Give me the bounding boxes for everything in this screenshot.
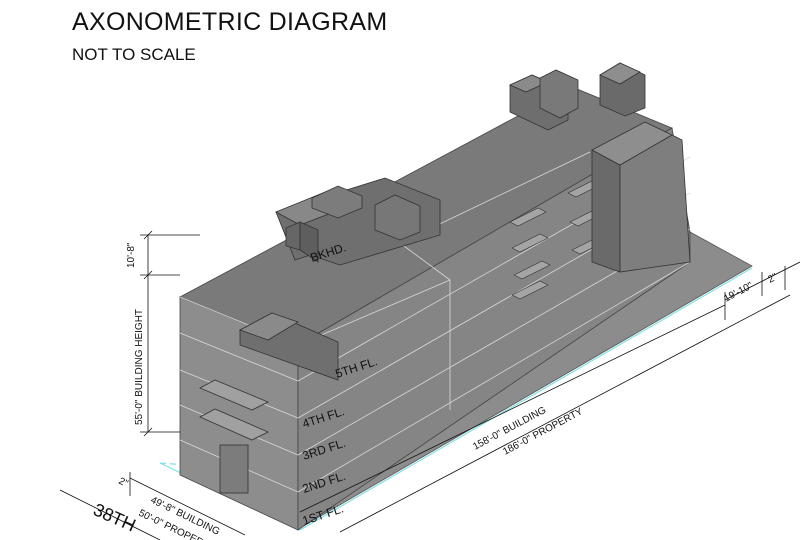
- building-height-dimension: 55'-0" BUILDING HEIGHT: [134, 309, 145, 425]
- rear-tower-front: [591, 149, 621, 273]
- front-setback-top: [239, 312, 299, 341]
- front-offset-dimension: 2": [117, 476, 130, 490]
- diagram-title: AXONOMETRIC DIAGRAM: [72, 8, 388, 36]
- front-balconies: [199, 379, 269, 441]
- bulkhead-height-dimension: 10'-8": [126, 242, 137, 268]
- length-dimension-lines: [299, 261, 800, 533]
- diagram-subtitle: NOT TO SCALE: [72, 45, 196, 64]
- bulkhead-front: [275, 177, 441, 266]
- height-dimension-lines: [140, 230, 200, 437]
- entrance-recess: [219, 444, 249, 494]
- bulkhead-rear: [509, 62, 646, 131]
- rear-tower-top: [591, 121, 673, 166]
- width-dimension-lines: [59, 472, 246, 540]
- rear-yard-dimension: 19'-10": [722, 280, 755, 304]
- street-label: 38TH: [90, 499, 138, 535]
